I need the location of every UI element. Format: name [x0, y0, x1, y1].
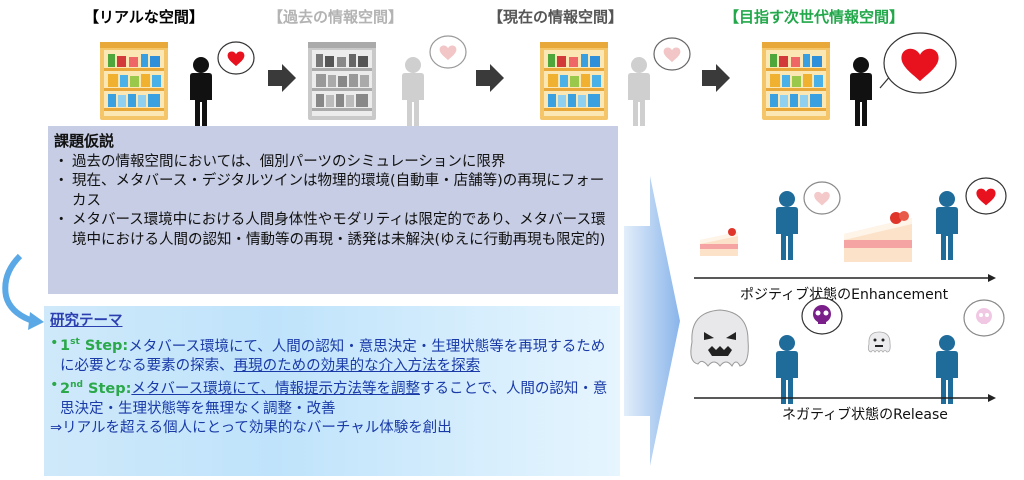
stage-title-future: 【目指す次世代情報空間】 [724, 8, 905, 26]
theme-text: 研究テーマ •1st Step:メタバース環境にて、人間の認知・意思決定・生理状… [50, 312, 610, 439]
cake-icon [700, 228, 738, 256]
person-icon [402, 57, 424, 126]
person-icon [936, 191, 958, 260]
arrow-right-icon [476, 64, 504, 92]
ghost-icon [867, 331, 891, 353]
person-icon [628, 57, 650, 126]
person-icon [190, 57, 212, 126]
hypothesis-bullet: 現在、メタバース・デジタルツインは物理的環境(自動車・店舗等)の再現にフォーカス [54, 172, 614, 211]
skull-bubble-icon [801, 297, 843, 335]
negative-caption: ネガティブ状態のRelease [782, 407, 948, 423]
step-1: •1st Step:メタバース環境にて、人間の認知・意思決定・生理状態等を再現す… [50, 334, 606, 374]
curved-arrow-icon [2, 253, 44, 330]
skull-bubble-icon [963, 299, 1005, 337]
heart-bubble-icon [217, 41, 255, 75]
step-2: •2nd Step:メタバース環境にて、情報提示方法等を調整することで、人間の認… [50, 377, 608, 417]
shelf-icon [540, 42, 608, 120]
stage-title-past: 【過去の情報空間】 [268, 8, 404, 26]
cake-icon [844, 211, 912, 262]
shelf-icon [308, 42, 376, 120]
stage-title-present: 【現在の情報空間】 [488, 8, 624, 26]
hypothesis-heading: 課題仮説 [54, 132, 115, 150]
person-icon [850, 57, 872, 126]
conclusion-text: ⇒リアルを超える個人にとって効果的なバーチャル体験を創出 [50, 420, 452, 437]
stage-title-real: 【リアルな空間】 [84, 8, 204, 26]
shelf-icon [762, 42, 830, 120]
hypothesis-text: 課題仮説 過去の情報空間においては、個別パーツのシミュレーションに限界 現在、メ… [54, 132, 614, 250]
heart-bubble-icon [653, 37, 691, 71]
person-icon [776, 191, 798, 260]
positive-axis [694, 274, 996, 282]
arrow-right-icon [268, 64, 296, 92]
hypothesis-bullet: メタバース環境中における人間身体性やモダリティは限定的であり、メタバース環境中に… [54, 211, 614, 250]
heart-bubble-icon [965, 177, 1007, 215]
ghost-icon [690, 309, 749, 367]
positive-caption: ポジティブ状態のEnhancement [740, 287, 949, 303]
negative-axis [694, 394, 996, 402]
hypothesis-bullet: 過去の情報空間においては、個別パーツのシミュレーションに限界 [54, 153, 614, 173]
shelf-icon [100, 42, 168, 120]
heart-bubble-icon [803, 181, 841, 215]
chevron-arrow-icon [624, 176, 680, 466]
arrow-right-icon [702, 64, 730, 92]
theme-heading: 研究テーマ [50, 313, 123, 329]
heart-bubble-icon [429, 35, 467, 69]
theme-box [44, 306, 620, 476]
heart-bubble-icon [879, 32, 957, 94]
